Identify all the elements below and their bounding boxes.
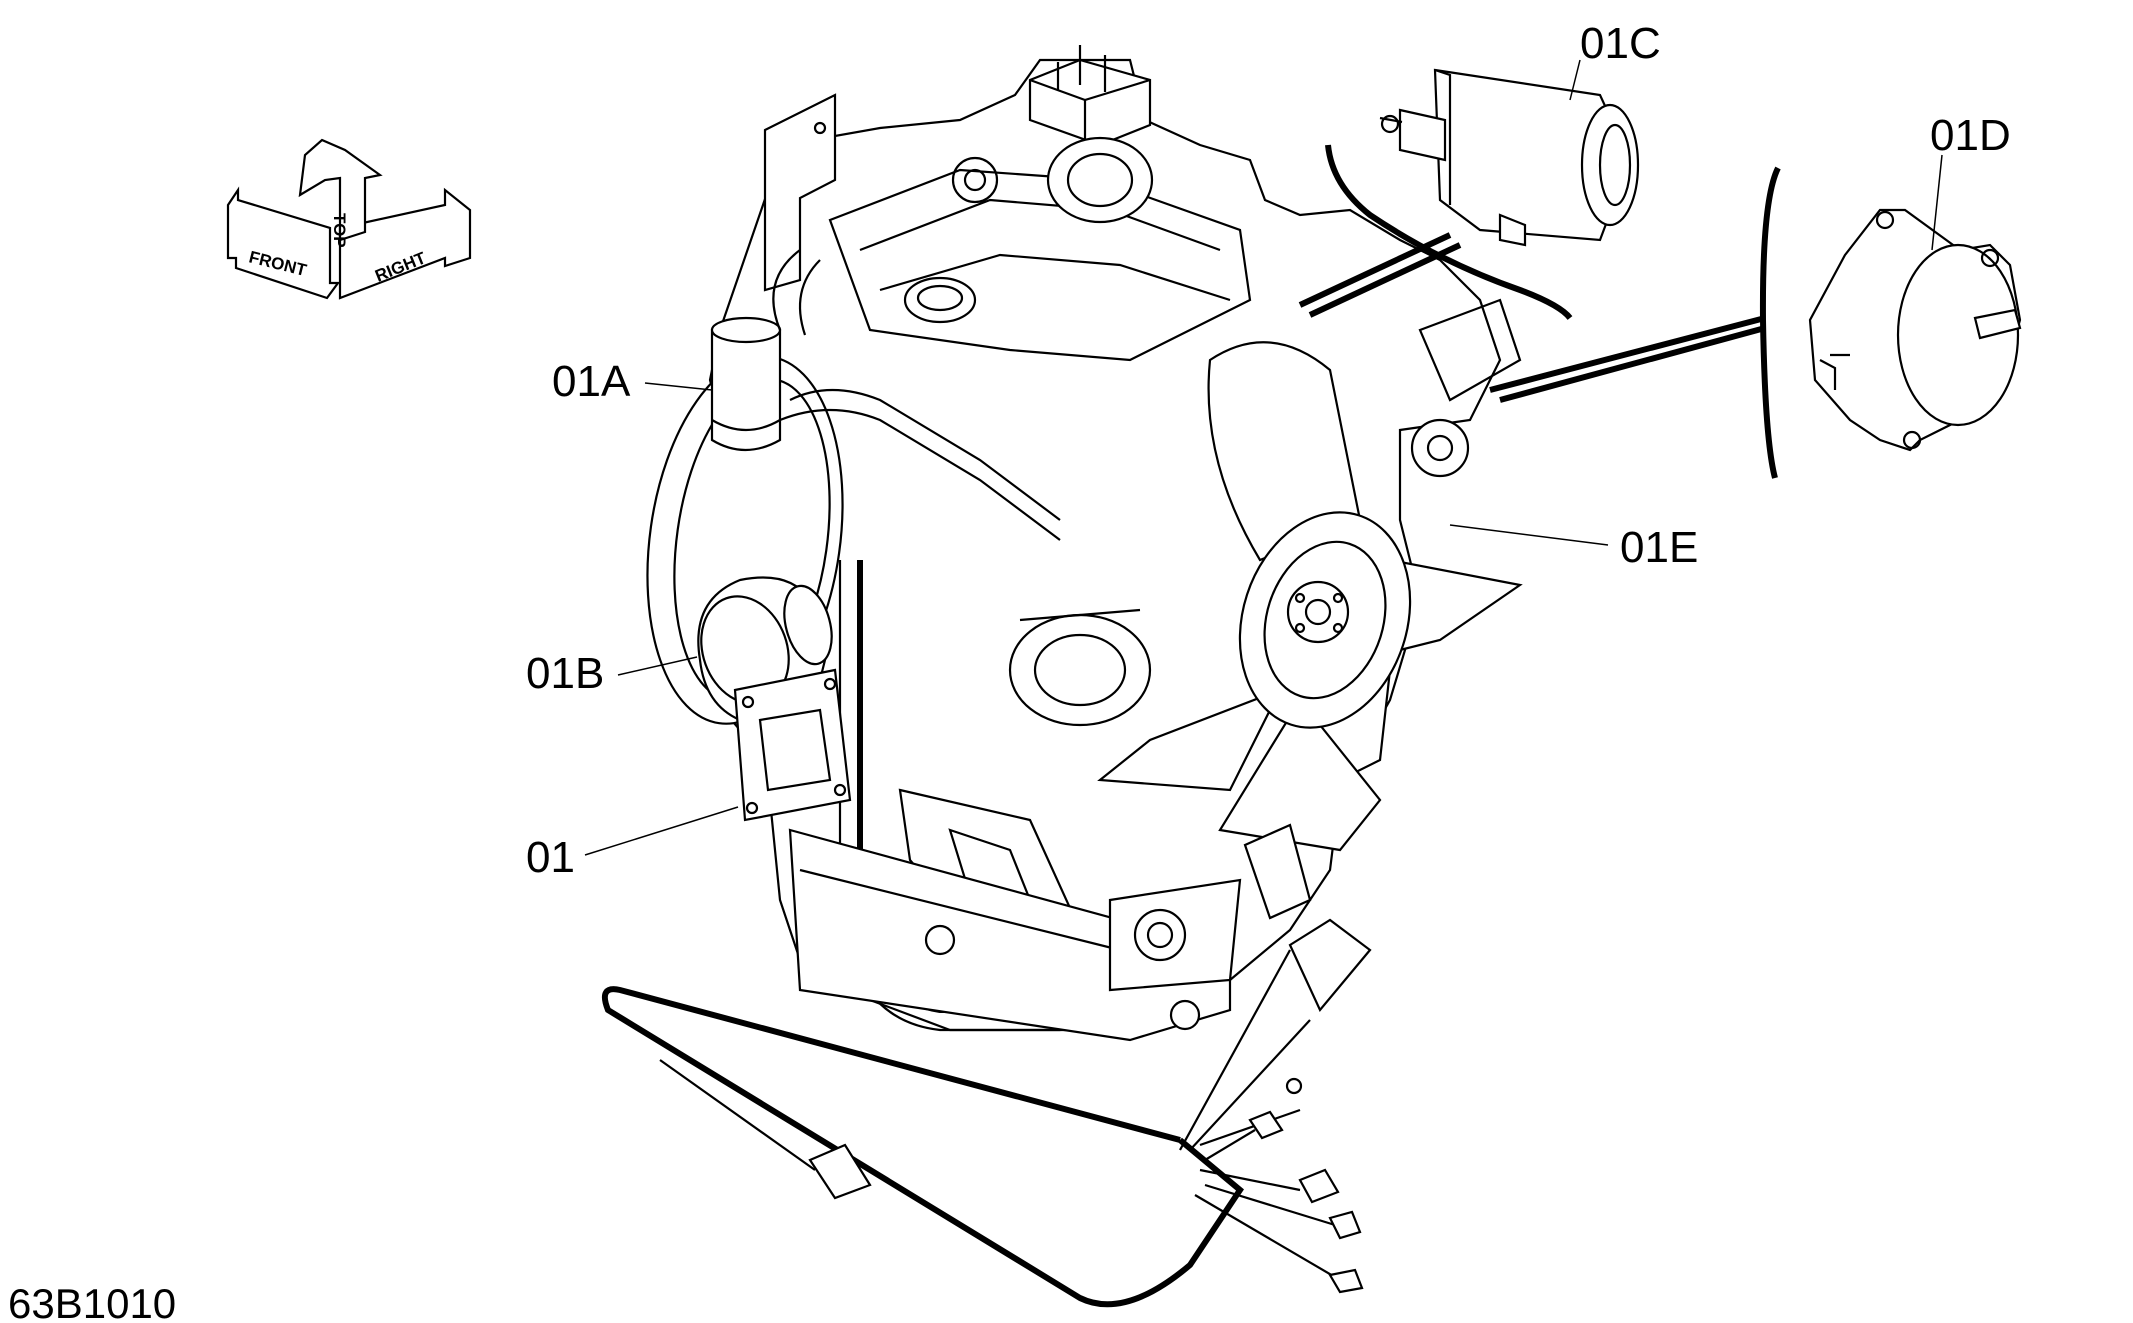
- callout-01a: 01A: [552, 357, 631, 406]
- callout-01c: 01C: [1580, 19, 1661, 68]
- callout-01e: 01E: [1620, 523, 1698, 572]
- callout-01b: 01B: [526, 649, 604, 698]
- drawing-code: 63B1010: [8, 1280, 176, 1323]
- engine-assembly: [646, 45, 1523, 1042]
- wiring-harness: [602, 949, 1364, 1308]
- orientation-top-label: TOP: [330, 213, 349, 248]
- alternator-inset: [1489, 166, 2022, 479]
- callout-01d: 01D: [1930, 111, 2011, 160]
- starter-motor-inset: [1298, 68, 1640, 320]
- leader-lines: [584, 59, 1943, 856]
- callout-01: 01: [526, 833, 575, 882]
- orientation-indicator: FRONT TOP RIGHT: [226, 138, 472, 300]
